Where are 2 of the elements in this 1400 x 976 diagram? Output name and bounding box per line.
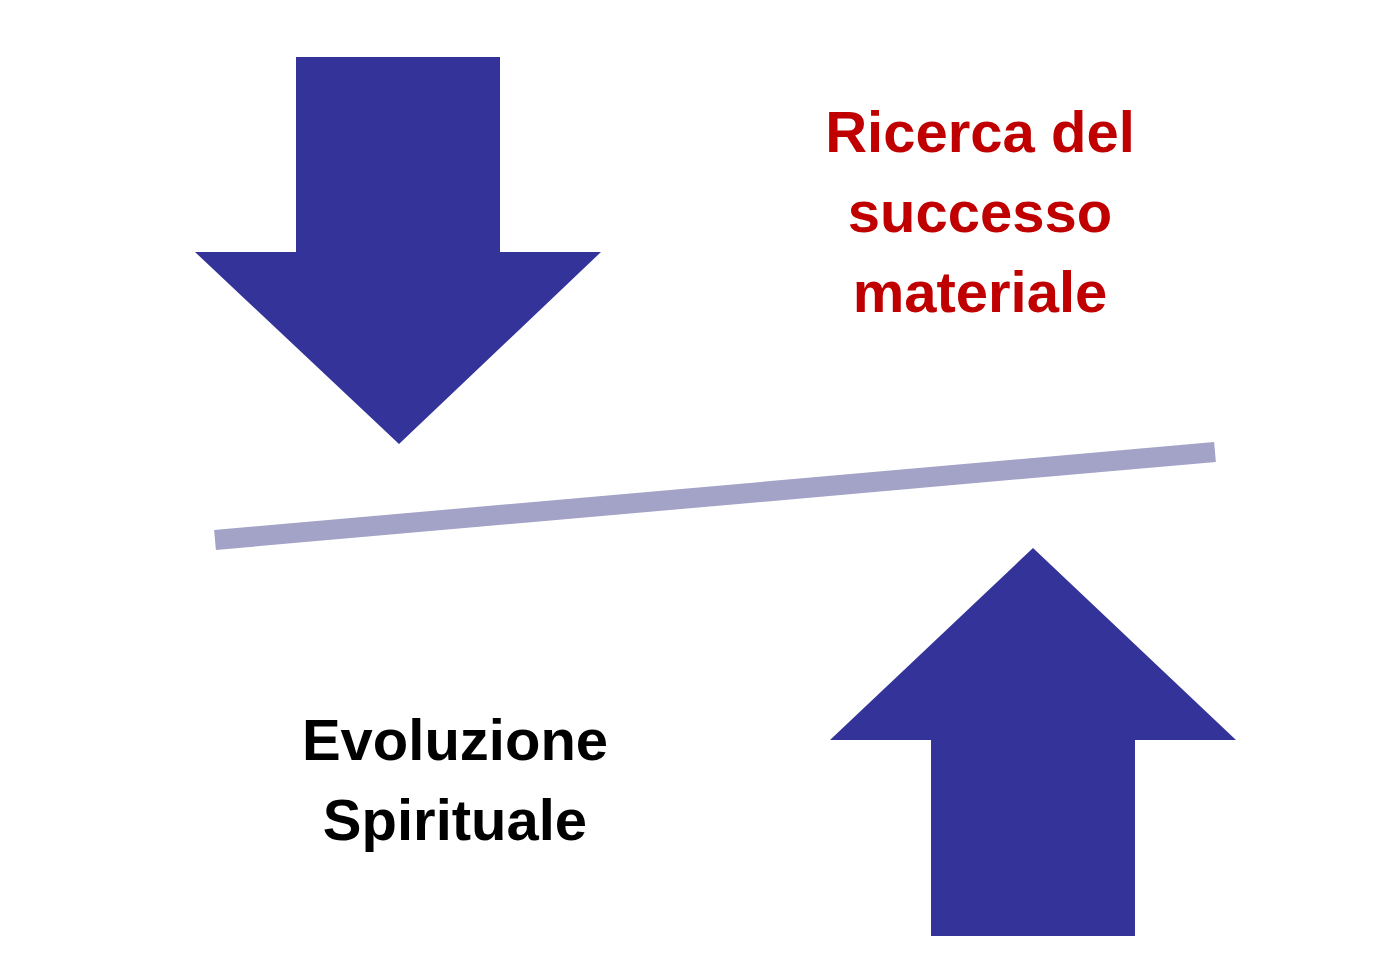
caption-text: Ricerca del successo materiale: [824, 98, 1136, 326]
caption-text: Evoluzione Spirituale: [300, 706, 610, 854]
